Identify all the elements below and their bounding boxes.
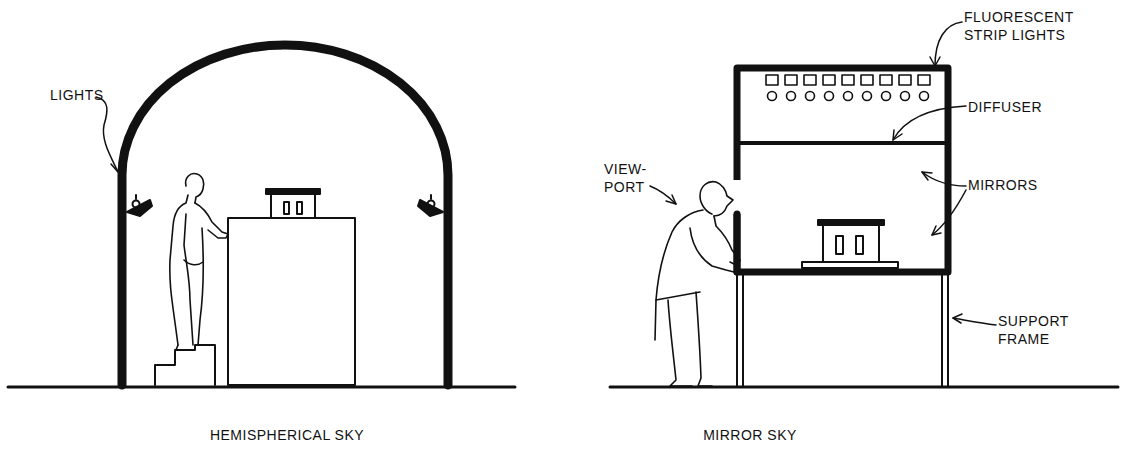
lamp-holder	[785, 75, 797, 85]
lamp-holder	[918, 75, 930, 85]
lamp-holder	[880, 75, 892, 85]
callout-label: SUPPORT FRAME	[998, 312, 1078, 348]
leader-arrowhead	[111, 162, 120, 172]
lamp-holder	[766, 75, 778, 85]
lamp-holder	[899, 75, 911, 85]
lamp-holder	[823, 75, 835, 85]
figure-caption: MIRROR SKY	[695, 426, 805, 444]
callout-label: DIFFUSER	[968, 98, 1042, 116]
leader-line	[650, 22, 996, 325]
lamp-tube	[920, 92, 929, 101]
lamp-holder	[861, 75, 873, 85]
step-stool	[155, 345, 215, 385]
diffuser-panel	[740, 141, 945, 145]
lamp-tube	[787, 92, 796, 101]
lamp-holder	[804, 75, 816, 85]
person-figure	[655, 182, 740, 386]
dome-wall	[122, 45, 448, 385]
lamp-tube	[844, 92, 853, 101]
lamp-tube	[806, 92, 815, 101]
callout-label: LIGHTS	[50, 86, 104, 104]
cabinet-housing	[737, 68, 948, 272]
model-building	[802, 220, 898, 268]
lamp-holder	[842, 75, 854, 85]
fluorescent-tube	[766, 75, 930, 101]
person-figure	[170, 174, 228, 350]
viewport-opening	[731, 180, 743, 214]
callout-label: VIEW-PORT	[604, 160, 652, 196]
lamp-tube	[863, 92, 872, 101]
lamp-tube	[882, 92, 891, 101]
leader-line	[96, 97, 118, 172]
lamp-tube	[768, 92, 777, 101]
figure-caption: HEMISPHERICAL SKY	[192, 426, 382, 444]
callout-label: MIRRORS	[968, 176, 1038, 194]
callout-label: FLUORESCENT STRIP LIGHTS	[964, 8, 1074, 44]
support-frame	[737, 275, 948, 387]
lamp-tube	[825, 92, 834, 101]
table	[228, 218, 355, 385]
model-building	[266, 189, 320, 218]
lamp-tube	[901, 92, 910, 101]
